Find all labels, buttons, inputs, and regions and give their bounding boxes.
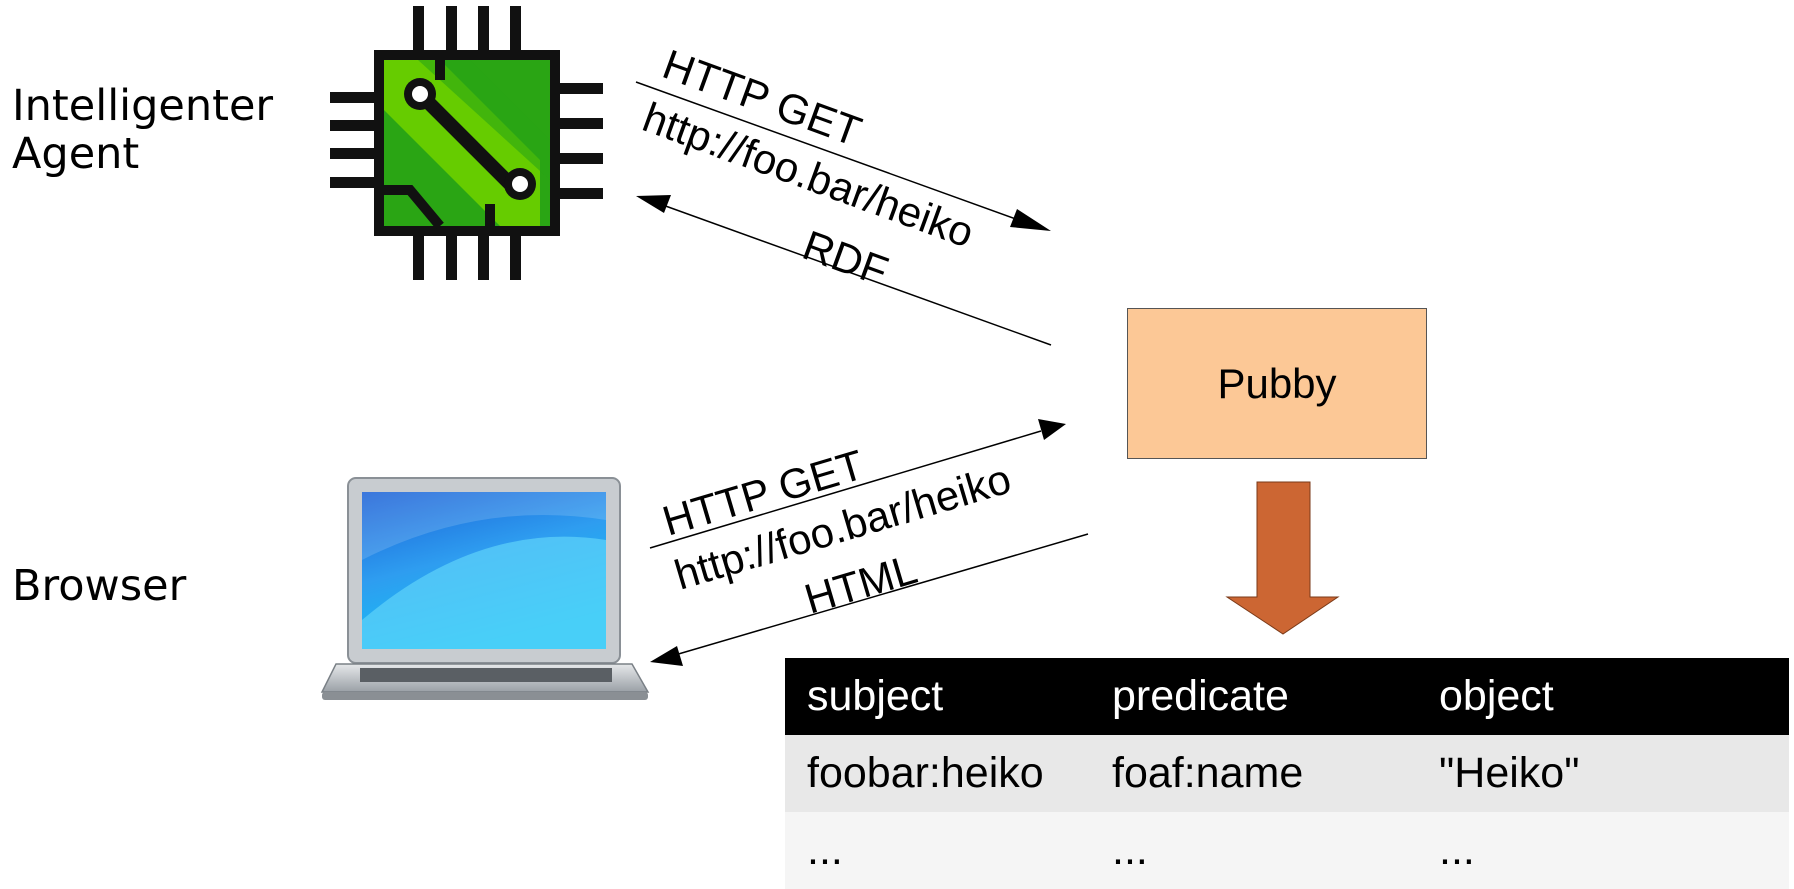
triples-table: subject predicate object foobar:heiko fo… xyxy=(785,658,1789,889)
bottom-request-arrowhead xyxy=(1038,419,1066,440)
bottom-response-line xyxy=(674,533,1089,656)
browser-label: Browser xyxy=(12,561,187,611)
header-predicate: predicate xyxy=(1112,672,1289,720)
bottom-request-line xyxy=(649,430,1042,549)
cell-predicate: ... xyxy=(1112,826,1148,874)
top-request-arrowhead xyxy=(1010,209,1051,231)
top-response-arrowhead xyxy=(636,195,671,213)
pubby-server-box: Pubby xyxy=(1127,308,1427,459)
bottom-response-arrowhead xyxy=(650,646,683,666)
cell-subject: ... xyxy=(807,826,843,874)
header-object: object xyxy=(1439,672,1554,720)
laptop-icon xyxy=(320,477,650,700)
cell-object: ... xyxy=(1439,826,1475,874)
cell-predicate: foaf:name xyxy=(1112,749,1304,797)
table-row: ... ... ... xyxy=(785,812,1789,889)
top-response-line xyxy=(659,203,1052,346)
agent-label-line2: Agent xyxy=(12,129,140,180)
table-row: foobar:heiko foaf:name "Heiko" xyxy=(785,735,1789,812)
top-response-label: RDF xyxy=(797,221,894,295)
agent-label: Intelligenter Agent xyxy=(12,82,273,178)
header-subject: subject xyxy=(807,672,944,720)
top-request-line xyxy=(635,81,1028,224)
agent-label-line1: Intelligenter xyxy=(12,81,274,131)
cell-object: "Heiko" xyxy=(1439,749,1580,797)
down-arrow-icon xyxy=(1225,481,1340,635)
chip-icon xyxy=(330,6,603,280)
table-header-row: subject predicate object xyxy=(785,658,1789,735)
connector-lines xyxy=(635,81,1089,656)
cell-subject: foobar:heiko xyxy=(807,749,1044,797)
pubby-label: Pubby xyxy=(1217,359,1337,407)
